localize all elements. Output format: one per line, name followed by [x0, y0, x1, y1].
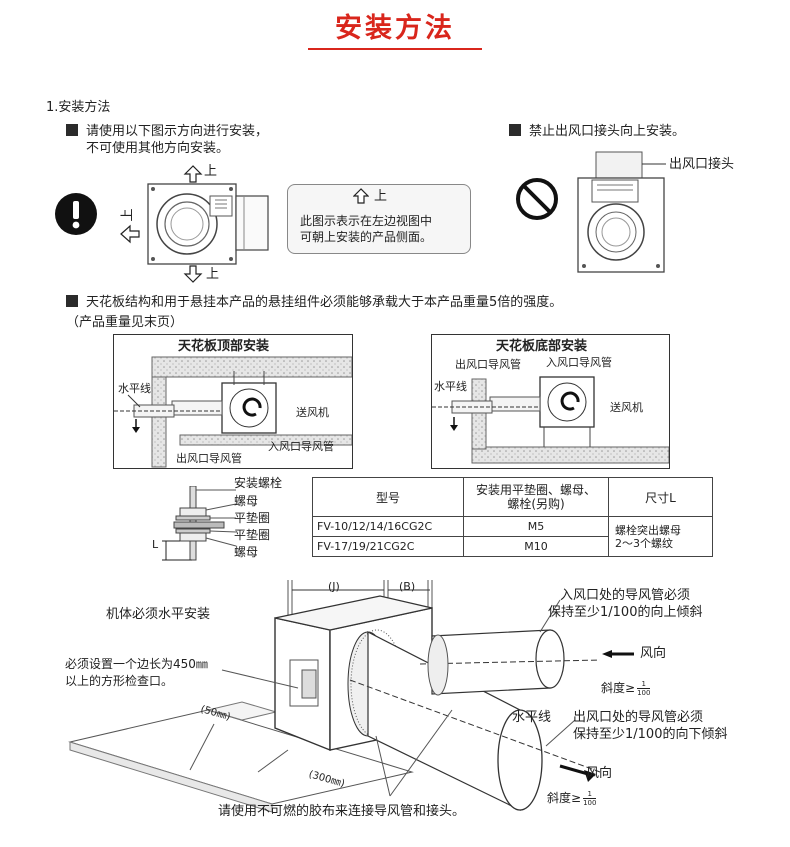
warning-exclamation-icon	[55, 193, 97, 235]
prohibited-icon	[516, 178, 558, 220]
panel-bottom-fan: 送风机	[610, 401, 643, 414]
slope-inlet-ge: ≥	[625, 681, 636, 695]
table-header-model: 型号	[312, 477, 464, 517]
ceiling-top-diagram	[114, 356, 352, 468]
wind-direction-inlet: 风向	[640, 646, 667, 661]
up-label-bottom: 上	[206, 267, 220, 282]
slope-outlet-num: 1	[583, 790, 597, 799]
slope-inlet-den: 100	[637, 689, 651, 697]
tape-note: 请使用不可燃的胶布来连接导风管和接头。	[218, 804, 466, 819]
table-header-hardware: 安装用平垫圈、螺母、螺栓(另购)	[463, 477, 609, 517]
main-installation-diagram	[68, 580, 634, 813]
bolt-label-washer: 平垫圈	[234, 511, 271, 525]
dim-note-line1: 螺栓突出螺母	[615, 523, 681, 537]
slope-outlet-ge: ≥	[571, 791, 582, 805]
note-outlet-prohibit-text: 禁止出风口接头向上安装。	[529, 124, 686, 139]
panel-bottom-horizontal: 水平线	[434, 380, 467, 393]
panel-top-fan: 送风机	[296, 406, 329, 419]
note-outlet-prohibit: 禁止出风口接头向上安装。	[509, 124, 685, 140]
bolt-dimension-l: L	[152, 538, 159, 551]
outlet-slope-note-line2: 保持至少1/100的向下倾斜	[573, 727, 728, 742]
page-title: 安装方法	[335, 13, 455, 44]
level-install-note: 机体必须水平安装	[106, 607, 211, 622]
outlet-up-diagram	[577, 151, 666, 273]
horizontal-line-label: 水平线	[512, 710, 552, 725]
bullet-square-icon	[66, 295, 78, 307]
outlet-slope-note-line1: 出风口处的导风管必须	[573, 710, 704, 725]
outlet-joint-label: 出风口接头	[669, 157, 735, 172]
up-label-side: 上	[120, 208, 136, 222]
table-cell-model: FV-10/12/14/16CG2C	[312, 516, 464, 537]
table-cell-dim-note: 螺栓突出螺母 2～3个螺纹	[608, 516, 713, 557]
panel-top-inlet-duct: 入风口导风管	[268, 440, 334, 453]
arrow-up-icon	[353, 188, 369, 204]
inspection-note-line1: 必须设置一个边长为450㎜	[65, 657, 208, 671]
table-cell-size: M10	[463, 536, 609, 557]
dimension-b: (B)	[399, 580, 416, 593]
table-row: FV-10/12/14/16CG2C M5 螺栓突出螺母 2～3个螺纹	[312, 516, 713, 557]
panel-bottom-title: 天花板底部安装	[492, 339, 592, 355]
bolt-label-nut-2: 螺母	[234, 545, 259, 559]
note-strength-sub: （产品重量见末页）	[66, 315, 184, 330]
bolt-label-bolt: 安装螺栓	[234, 476, 283, 490]
bullet-square-icon	[66, 124, 78, 136]
title-underline	[308, 48, 482, 50]
wind-direction-outlet: 风向	[586, 766, 613, 781]
table-cell-size: M5	[463, 516, 609, 537]
section-heading: 1.安装方法	[46, 100, 111, 115]
slope-inlet-label: 斜度	[601, 681, 626, 695]
table-cell-model: FV-17/19/21CG2C	[312, 536, 464, 557]
slope-outlet-label: 斜度	[547, 791, 572, 805]
arrow-left-icon	[120, 224, 140, 244]
note-strength-text: 天花板结构和用于悬挂本产品的悬挂组件必须能够承载大于本产品重量5倍的强度。	[86, 295, 563, 310]
arrow-up-icon	[183, 165, 203, 183]
note-box-line1: 此图示表示在左边视图中	[300, 214, 433, 228]
note-box-up: 上	[374, 189, 388, 204]
note-orientation: 请使用以下图示方向进行安装，	[66, 124, 268, 140]
orientation-note-box	[287, 184, 471, 254]
table-header-dimension: 尺寸L	[608, 477, 713, 517]
note-strength: 天花板结构和用于悬挂本产品的悬挂组件必须能够承载大于本产品重量5倍的强度。	[66, 295, 562, 311]
dim-note-line2: 2～3个螺纹	[615, 536, 673, 550]
arrow-down-icon	[183, 265, 203, 283]
panel-top-title: 天花板顶部安装	[174, 339, 274, 355]
slope-outlet-den: 100	[583, 799, 597, 807]
table-row: FV-17/19/21CG2C M10	[312, 536, 713, 557]
spec-table: 型号 安装用平垫圈、螺母、螺栓(另购) 尺寸L FV-10/12/14/16CG…	[312, 477, 713, 557]
inlet-slope-note-line1: 入风口处的导风管必须	[560, 588, 691, 603]
panel-top-outlet-duct: 出风口导风管	[176, 452, 242, 465]
up-label-top: 上	[204, 164, 218, 179]
bolt-label-nut: 螺母	[234, 494, 259, 508]
panel-bottom-inlet-duct: 入风口导风管	[546, 356, 612, 369]
bullet-square-icon	[509, 124, 521, 136]
inlet-slope-note-line2: 保持至少1/100的向上倾斜	[548, 605, 703, 620]
ceiling-bottom-diagram	[432, 376, 669, 464]
panel-top-horizontal: 水平线	[118, 382, 151, 395]
dimension-j: (J)	[328, 580, 340, 593]
note-box-line2: 可朝上安装的产品侧面。	[300, 230, 433, 244]
note-orientation-line2: 不可使用其他方向安装。	[86, 141, 230, 156]
bolt-label-washer-2: 平垫圈	[234, 528, 271, 542]
bolt-assembly-diagram	[162, 486, 237, 561]
orientation-diagram	[120, 165, 269, 283]
note-orientation-line1: 请使用以下图示方向进行安装，	[86, 124, 269, 139]
panel-bottom-outlet-duct: 出风口导风管	[455, 358, 521, 371]
slope-inlet-num: 1	[637, 680, 651, 689]
inspection-note-line2: 以上的方形检查口。	[65, 674, 174, 688]
